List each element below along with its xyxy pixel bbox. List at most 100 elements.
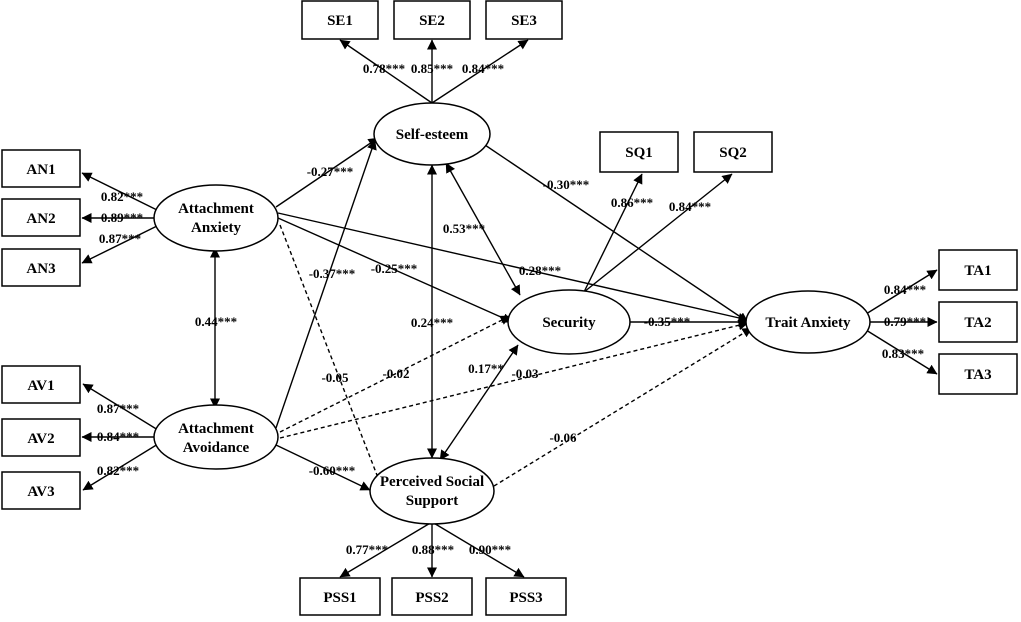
path-label-se-sec: 0.53*** bbox=[443, 221, 485, 236]
svg-text:Support: Support bbox=[406, 493, 459, 509]
svg-text:TA3: TA3 bbox=[964, 367, 991, 383]
indicator-pss2: PSS2 bbox=[391, 577, 473, 616]
svg-text:AV2: AV2 bbox=[27, 431, 54, 447]
loading-label-an1: 0.82*** bbox=[101, 189, 143, 204]
svg-text:Attachment: Attachment bbox=[178, 201, 254, 217]
loading-label-pss2: 0.88*** bbox=[412, 542, 454, 557]
indicator-se1: SE1 bbox=[301, 0, 379, 40]
path-label-pss-sec: 0.17** bbox=[468, 361, 504, 376]
svg-text:Trait Anxiety: Trait Anxiety bbox=[765, 315, 851, 331]
path-avo-sec bbox=[279, 315, 511, 433]
loading-label-an2: 0.89*** bbox=[101, 210, 143, 225]
edge-avo-av1 bbox=[82, 383, 159, 431]
svg-text:Self-esteem: Self-esteem bbox=[396, 127, 469, 143]
path-label-pss-ta: -0.06 bbox=[549, 430, 577, 445]
path-label-avo-pss: -0.60*** bbox=[309, 463, 356, 478]
loading-label-av3: 0.82*** bbox=[97, 463, 139, 478]
loading-label-av2: 0.84*** bbox=[97, 429, 139, 444]
svg-text:SE1: SE1 bbox=[327, 13, 353, 29]
edge-pss-pss1 bbox=[339, 521, 433, 578]
latent-trait-anxiety: Trait Anxiety bbox=[745, 290, 871, 354]
svg-text:AN1: AN1 bbox=[26, 162, 55, 178]
path-label-sec-ta: -0.35*** bbox=[644, 314, 691, 329]
path-label-se-ta: -0.30*** bbox=[543, 177, 590, 192]
path-se-sec bbox=[445, 162, 521, 296]
path-anx-se bbox=[275, 137, 379, 208]
svg-text:Security: Security bbox=[542, 315, 596, 331]
indicator-ta2: TA2 bbox=[938, 301, 1018, 343]
indicator-av1: AV1 bbox=[1, 365, 81, 404]
loading-label-pss3: 0.90*** bbox=[469, 542, 511, 557]
svg-text:AN3: AN3 bbox=[26, 261, 55, 277]
indicator-sq1: SQ1 bbox=[599, 131, 679, 173]
svg-text:TA1: TA1 bbox=[964, 263, 991, 279]
indicator-sq2: SQ2 bbox=[693, 131, 773, 173]
latent-self-esteem: Self-esteem bbox=[373, 102, 491, 166]
edge-avo-av3 bbox=[82, 443, 159, 491]
loading-label-sq2: 0.84*** bbox=[669, 199, 711, 214]
edge-anx-an3 bbox=[81, 225, 158, 264]
loading-label-ta1: 0.84*** bbox=[884, 282, 926, 297]
indicator-av3: AV3 bbox=[1, 471, 81, 510]
indicator-pss1: PSS1 bbox=[299, 577, 381, 616]
path-se-ta bbox=[481, 142, 749, 323]
svg-text:PSS1: PSS1 bbox=[323, 590, 356, 606]
path-anx-sec bbox=[277, 217, 513, 323]
svg-text:Avoidance: Avoidance bbox=[183, 440, 250, 456]
svg-text:TA2: TA2 bbox=[964, 315, 991, 331]
path-avo-se bbox=[275, 139, 377, 429]
latent-security: Security bbox=[507, 289, 631, 355]
indicator-an1: AN1 bbox=[1, 149, 81, 188]
path-anx-pss bbox=[279, 224, 384, 489]
path-pss-sec bbox=[439, 344, 519, 461]
svg-text:Perceived Social: Perceived Social bbox=[380, 474, 484, 490]
svg-text:PSS2: PSS2 bbox=[415, 590, 448, 606]
indicator-pss3: PSS3 bbox=[485, 577, 567, 616]
edge-sec-sq1 bbox=[583, 173, 643, 293]
svg-text:Anxiety: Anxiety bbox=[191, 220, 241, 236]
edge-ta-ta1 bbox=[865, 269, 938, 315]
svg-text:Attachment: Attachment bbox=[178, 421, 254, 437]
edge-se-se1 bbox=[339, 39, 433, 104]
loading-label-se3: 0.84*** bbox=[462, 61, 504, 76]
edge-sec-sq2 bbox=[583, 173, 733, 293]
indicator-an3: AN3 bbox=[1, 248, 81, 287]
svg-text:AV3: AV3 bbox=[27, 484, 54, 500]
path-label-anx-sec: -0.25*** bbox=[371, 261, 418, 276]
loading-label-ta3: 0.83*** bbox=[882, 346, 924, 361]
svg-text:SQ2: SQ2 bbox=[719, 145, 747, 161]
edge-ta-ta3 bbox=[865, 329, 938, 375]
path-label-avo-se: -0.37*** bbox=[309, 266, 356, 281]
loading-label-sq1: 0.86*** bbox=[611, 195, 653, 210]
indicator-av2: AV2 bbox=[1, 418, 81, 457]
svg-text:PSS3: PSS3 bbox=[509, 590, 542, 606]
indicator-an2: AN2 bbox=[1, 198, 81, 237]
edge-pss-pss3 bbox=[431, 521, 525, 578]
loading-label-pss1: 0.77*** bbox=[346, 542, 388, 557]
loading-label-ta2: 0.79*** bbox=[884, 314, 926, 329]
path-label-anx-se: -0.27*** bbox=[307, 164, 354, 179]
loading-label-se2: 0.85*** bbox=[411, 61, 453, 76]
path-avo-pss bbox=[275, 444, 371, 491]
svg-text:SE2: SE2 bbox=[419, 13, 445, 29]
path-label-anx-ta: 0.28*** bbox=[519, 263, 561, 278]
loading-label-av1: 0.87*** bbox=[97, 401, 139, 416]
loading-label-an3: 0.87*** bbox=[99, 231, 141, 246]
svg-text:AN2: AN2 bbox=[26, 211, 55, 227]
path-label-se-pss: 0.24*** bbox=[411, 315, 453, 330]
path-pss-ta bbox=[493, 327, 753, 487]
svg-text:AV1: AV1 bbox=[27, 378, 54, 394]
indicator-ta3: TA3 bbox=[938, 353, 1018, 395]
svg-text:SE3: SE3 bbox=[511, 13, 537, 29]
path-label-anx-pss: -0.05 bbox=[321, 370, 349, 385]
latent-attachment-anxiety: Attachment Anxiety bbox=[153, 184, 279, 252]
latent-attachment-avoidance: Attachment Avoidance bbox=[153, 404, 279, 470]
svg-text:SQ1: SQ1 bbox=[625, 145, 653, 161]
edge-anx-an1 bbox=[81, 172, 158, 211]
indicator-se2: SE2 bbox=[393, 0, 471, 40]
latent-perceived-social-support: Perceived Social Support bbox=[369, 457, 495, 525]
indicator-se3: SE3 bbox=[485, 0, 563, 40]
path-label-avo-sec: -0.02 bbox=[382, 366, 409, 381]
path-label-anx-avo: 0.44*** bbox=[195, 314, 237, 329]
